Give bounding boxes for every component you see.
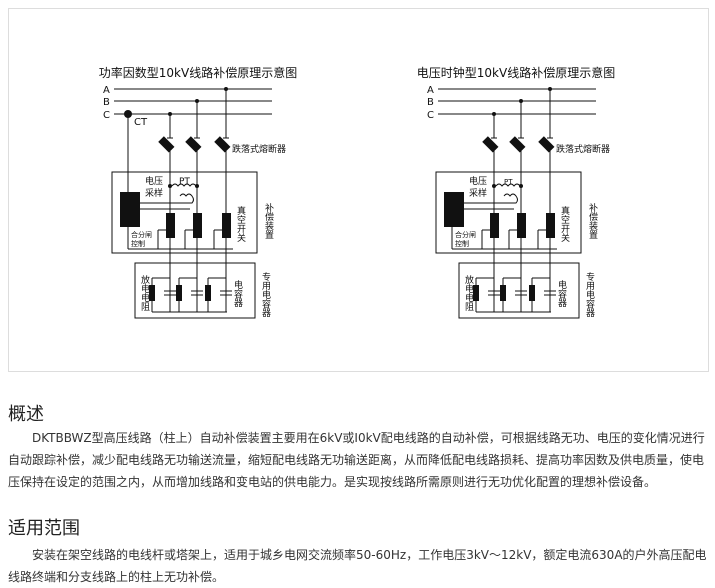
diagram-left-labels: 功率因数型10kV线路补偿原理示意图 A B C CT 跌落式熔断器 电压 采样… (99, 65, 297, 317)
diagram-title: 电压时钟型10kV线路补偿原理示意图 (417, 65, 615, 80)
pt-coil-icon (171, 183, 197, 187)
controller-icon (444, 192, 464, 227)
capacitor-label: 电容器 (556, 279, 567, 307)
dedicated-capacitor-label: 专用电容器 (260, 271, 271, 317)
vacuum-switch-icon (490, 213, 499, 238)
junction-dot (168, 184, 172, 188)
scope-heading: 适用范围 (8, 518, 80, 539)
discharge-resistor-icon (500, 285, 506, 301)
fuse-icon (509, 136, 526, 153)
diagram-left-wiring (111, 87, 272, 319)
device-label: 补偿装置 (263, 202, 274, 239)
control-label: 合分闸 (131, 230, 152, 239)
discharge-resistor-icon (176, 285, 182, 301)
control-label: 合分闸 (455, 230, 476, 239)
capacitor-box (458, 262, 580, 319)
discharge-resistor-label: 放电电阻 (463, 274, 474, 311)
pt-label: PT (504, 178, 513, 186)
dedicated-capacitor-label: 专用电容器 (584, 271, 595, 317)
controller-icon (120, 192, 140, 227)
junction-dot (519, 184, 523, 188)
vacuum-switch-icon (546, 213, 555, 238)
discharge-resistor-label: 放电电阻 (139, 274, 150, 311)
fuse-icon (538, 136, 555, 153)
phase-c-label: C (103, 110, 110, 121)
control-label: 控制 (455, 239, 469, 248)
diagram-title: 功率因数型10kV线路补偿原理示意图 (99, 65, 297, 80)
vacuum-switch-icon (193, 213, 202, 238)
pt-secondary-coil (140, 193, 194, 204)
voltage-sampling-label: 电压 (469, 175, 487, 187)
phase-b-label: B (427, 97, 434, 108)
vacuum-switch-label: 真空开关 (235, 205, 246, 243)
fuse-icon (214, 136, 231, 153)
diagram-panel (8, 8, 709, 372)
fuse-icon (185, 136, 202, 153)
overview-heading: 概述 (8, 404, 44, 425)
fuse-label: 跌落式熔断器 (232, 143, 286, 155)
capacitor-box (134, 262, 256, 319)
compensation-device-box (111, 171, 258, 254)
fuse-label: 跌落式熔断器 (556, 143, 610, 155)
discharge-resistor-icon (529, 285, 535, 301)
discharge-resistor-icon (473, 285, 479, 301)
compensation-device-box (435, 171, 582, 254)
phase-a-label: A (103, 85, 110, 96)
vacuum-switch-label: 真空开关 (559, 205, 570, 243)
pt-coil-icon (495, 183, 521, 187)
control-label: 控制 (131, 239, 145, 248)
junction-dot (195, 184, 199, 188)
vacuum-switch-icon (517, 213, 526, 238)
voltage-sampling-label: 采样 (145, 187, 163, 199)
vacuum-switch-icon (166, 213, 175, 238)
phase-b-label: B (103, 97, 110, 108)
vacuum-switch-icon (222, 213, 231, 238)
phase-a-label: A (427, 85, 434, 96)
schematic-diagrams: 功率因数型10kV线路补偿原理示意图 A B C CT 跌落式熔断器 电压 采样… (99, 65, 615, 319)
junction-dot (492, 184, 496, 188)
device-label: 补偿装置 (587, 202, 598, 239)
phase-c-label: C (427, 110, 434, 121)
pt-secondary-coil (464, 193, 518, 204)
diagram-right-wiring (435, 87, 596, 319)
discharge-resistor-icon (149, 285, 155, 301)
overview-paragraph: DKTBBWZ型高压线路（柱上）自动补偿装置主要用在6kV或I0kV配电线路的自… (8, 431, 705, 489)
discharge-resistor-icon (205, 285, 211, 301)
diagram-right-labels: 电压时钟型10kV线路补偿原理示意图 A B C 跌落式熔断器 电压 采样 PT… (417, 65, 615, 317)
pt-label: PT (179, 177, 190, 187)
ct-label: CT (134, 117, 148, 128)
scope-paragraph: 安装在架空线路的电线杆或塔架上，适用于城乡电网交流频率50-60Hz，工作电压3… (8, 548, 707, 584)
voltage-sampling-label: 电压 (145, 175, 163, 187)
capacitor-label: 电容器 (232, 279, 243, 307)
voltage-sampling-label: 采样 (469, 187, 487, 199)
fuse-icon (482, 136, 499, 153)
fuse-icon (158, 136, 175, 153)
